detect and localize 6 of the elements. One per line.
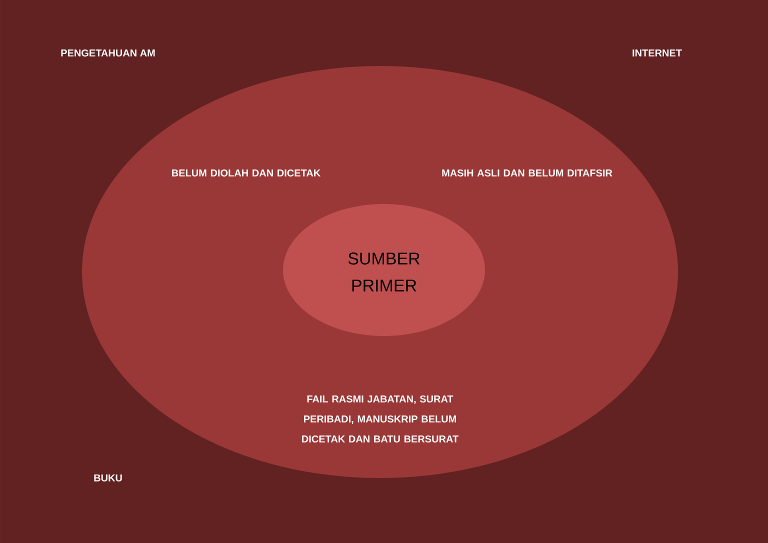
label: PENGETAHUAN AM: [61, 49, 155, 57]
label: INTERNET: [632, 50, 682, 56]
label: BUKU: [94, 474, 122, 482]
ellipse-text: BELUM DIOLAH DAN DICETAK: [172, 169, 321, 177]
ellipse-text: MASIH ASLI DAN BELUM DITAFSIR: [442, 169, 612, 177]
ellipse-text: FAIL RASMI JABATAN, SURAT PERIBADI, MANUSKRIP BELUM DICETAK DAN BATU BERSURAT: [302, 395, 458, 443]
